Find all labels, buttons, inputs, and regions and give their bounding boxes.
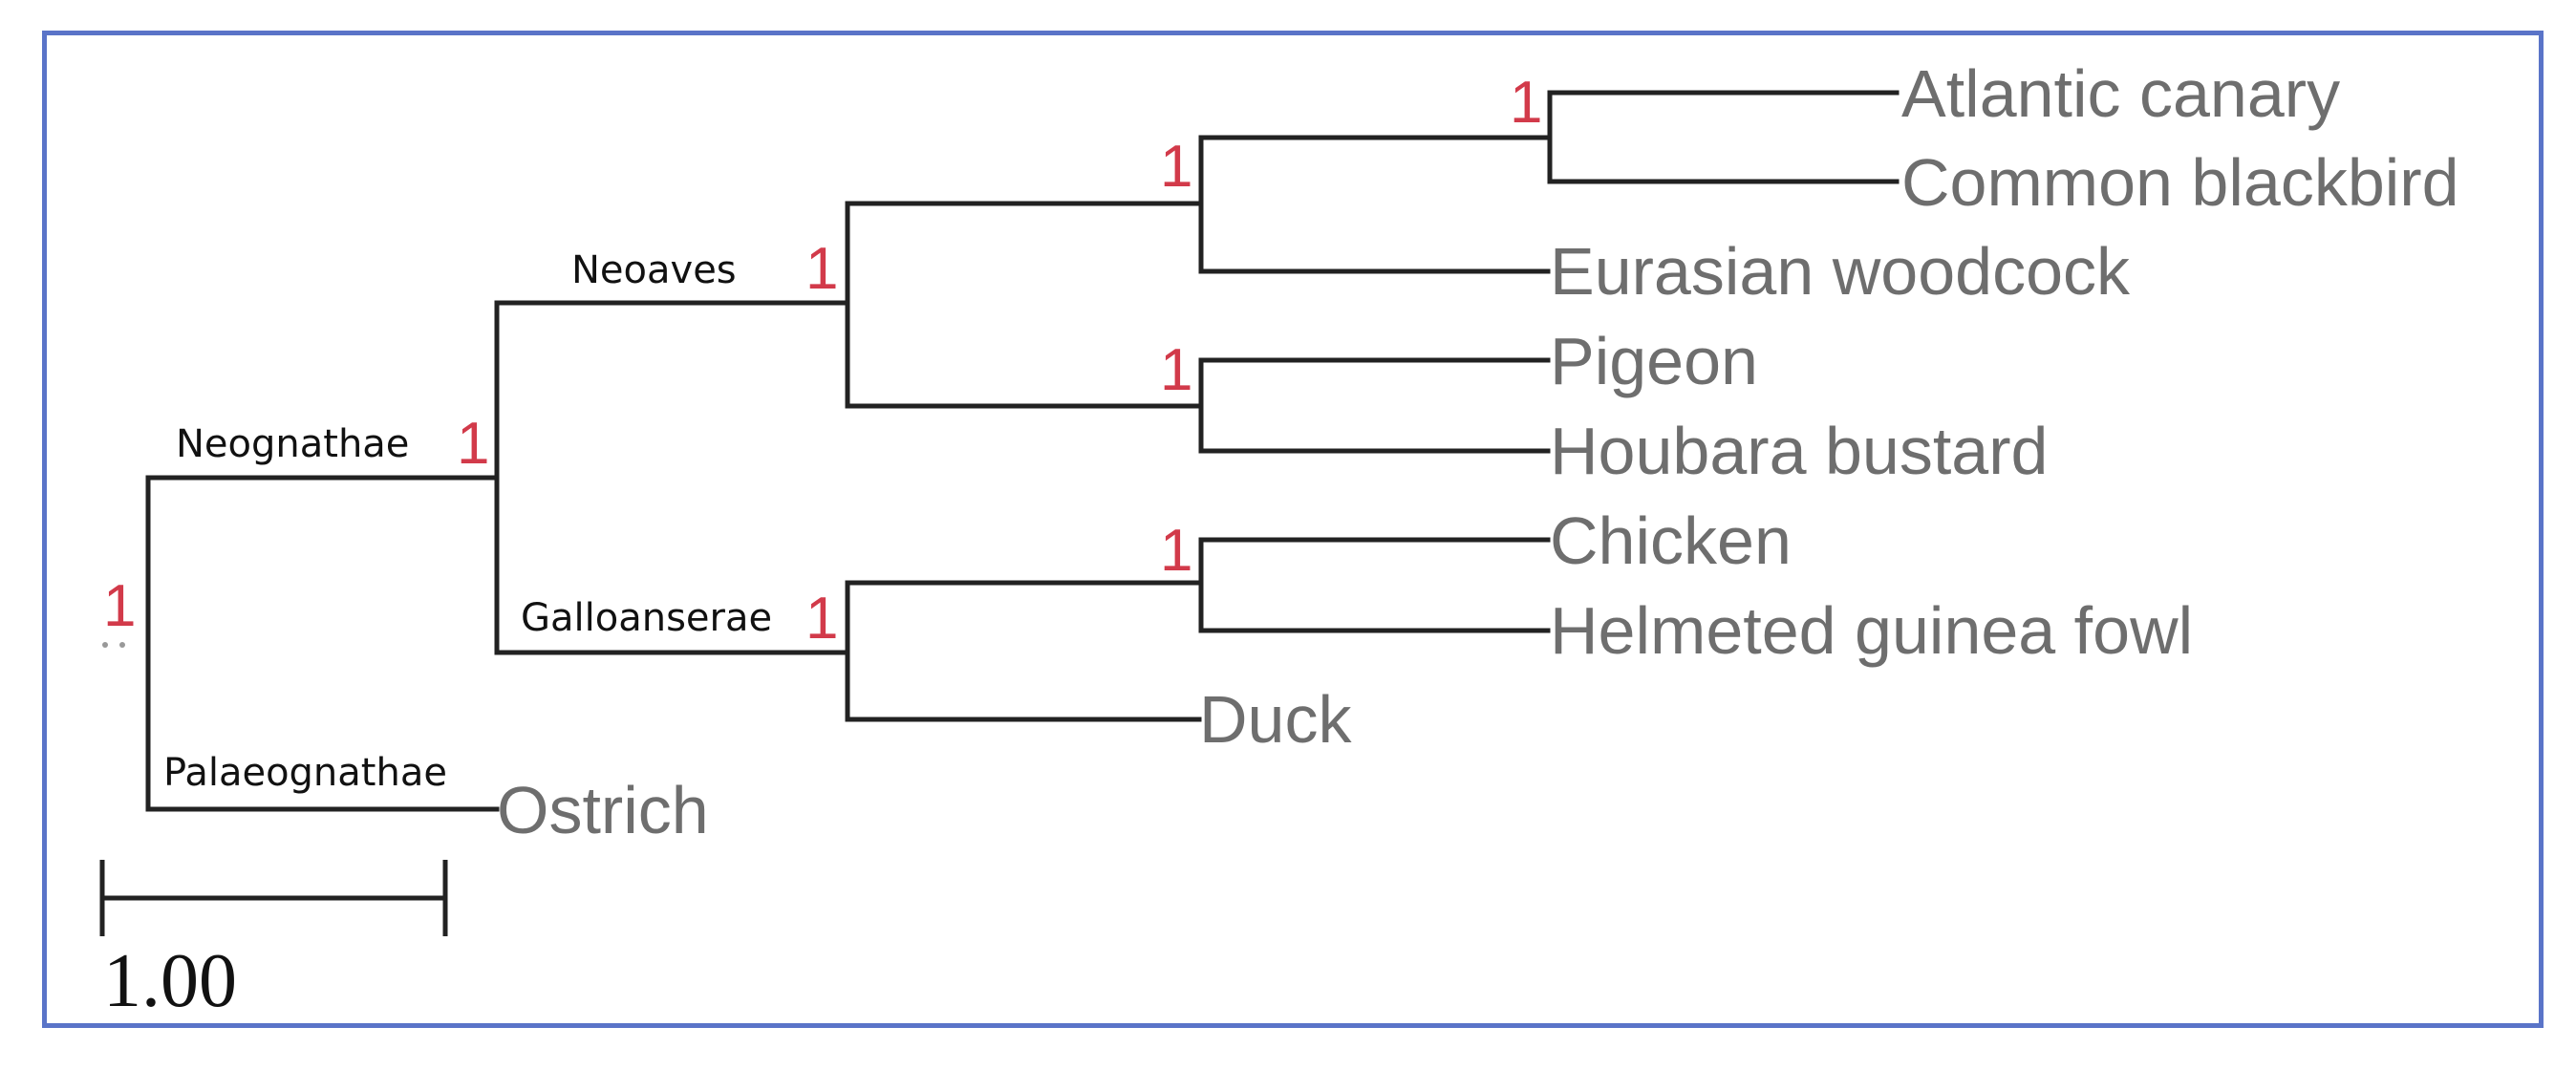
clade-label-galloanserae: Galloanserae	[521, 596, 772, 640]
leaf-pigeon: Pigeon	[1550, 324, 1758, 398]
clade-label-palaeognathae: Palaeognathae	[163, 751, 447, 795]
leaf-ostrich: Ostrich	[497, 773, 709, 847]
scale-bar	[99, 860, 448, 936]
leaf-duck: Duck	[1199, 682, 1352, 757]
leaf-common-blackbird: Common blackbird	[1901, 145, 2459, 220]
leaf-eurasian-woodcock: Eurasian woodcock	[1550, 234, 2131, 309]
support-value-galloanserae: 1	[805, 586, 838, 652]
leaf-houbara-bustard: Houbara bustard	[1550, 414, 2048, 488]
support-value-chicken-guineafowl: 1	[1160, 518, 1192, 584]
support-value-canary-blackbird: 1	[1510, 70, 1542, 136]
scale-bar-label: 1.00	[103, 939, 237, 1023]
support-value-neognathae: 1	[457, 411, 489, 477]
clade-label-neoaves: Neoaves	[571, 248, 737, 292]
clade-label-neognathae: Neognathae	[176, 422, 409, 466]
leaf-helmeted-guinea-fowl: Helmeted guinea fowl	[1550, 593, 2193, 668]
support-value-pigeon-bustard: 1	[1160, 337, 1192, 403]
support-value-root: 1	[103, 573, 136, 639]
support-value-neoaves: 1	[805, 236, 838, 302]
figure-frame	[42, 31, 2544, 1028]
root-dot-left	[102, 642, 108, 648]
support-value-passerine-woodcock: 1	[1160, 134, 1192, 200]
leaf-atlantic-canary: Atlantic canary	[1901, 56, 2340, 131]
root-dot-right	[119, 642, 125, 648]
leaf-chicken: Chicken	[1550, 503, 1792, 578]
